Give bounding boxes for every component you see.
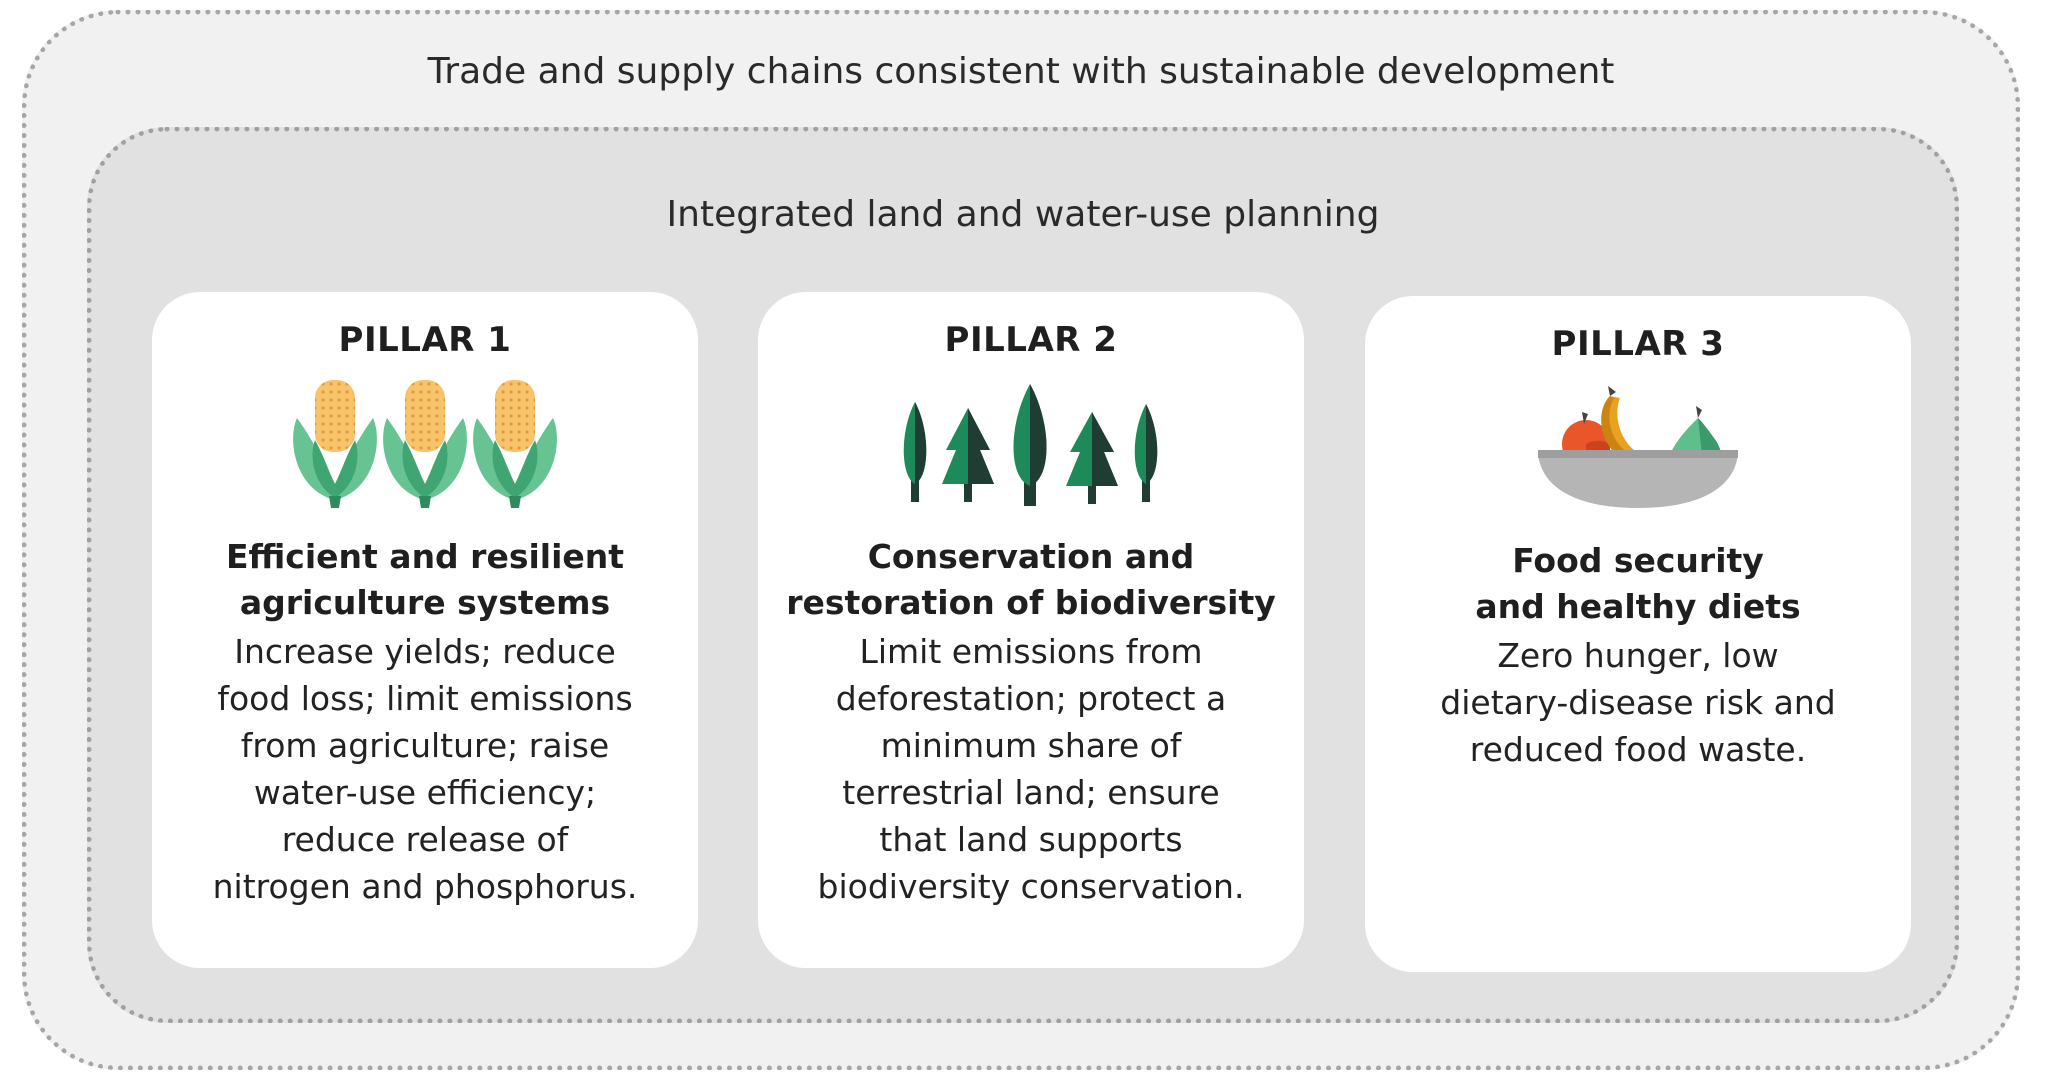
pillar-3-description: Zero hunger, low dietary-disease risk an… [1405, 632, 1871, 773]
pillar-3-desc-line: Zero hunger, low [1497, 636, 1779, 675]
pillar-2-desc-line: deforestation; protect a [835, 679, 1227, 718]
pillar-1-desc-line: nitrogen and phosphorus. [212, 867, 638, 906]
pillar-2-title-line: restoration of biodiversity [786, 583, 1276, 622]
pillar-1-desc-line: water-use efficiency; [253, 773, 597, 812]
inner-frame: Integrated land and water-use planning P… [87, 127, 1959, 1023]
pillar-2-title-line: Conservation and [867, 537, 1195, 576]
inner-title: Integrated land and water-use planning [666, 194, 1380, 235]
pillar-1-desc-line: from agriculture; raise [240, 726, 610, 765]
pillar-1-title: Efficient and resilient agriculture syst… [162, 534, 688, 626]
trees-icon [758, 380, 1304, 508]
pillar-3-title-line: Food security [1512, 541, 1764, 580]
pillar-2-label: PILLAR 2 [944, 320, 1118, 360]
pillar-1-card: PILLAR 1 [152, 292, 698, 968]
pillar-3-desc-line: reduced food waste. [1469, 730, 1807, 769]
pillar-3-title: Food security and healthy diets [1375, 538, 1901, 630]
pillar-3-title-line: and healthy diets [1475, 587, 1801, 626]
pillar-1-label: PILLAR 1 [338, 320, 512, 360]
pillar-2-description: Limit emissions from deforestation; prot… [798, 628, 1264, 910]
pillar-2-title: Conservation and restoration of biodiver… [768, 534, 1294, 626]
pillar-1-desc-line: reduce release of [281, 820, 569, 859]
pillar-2-desc-line: Limit emissions from [859, 632, 1203, 671]
pillar-3-card: PILLAR 3 [1365, 296, 1911, 972]
pillar-1-desc-line: Increase yields; reduce [234, 632, 616, 671]
food-bowl-icon [1365, 384, 1911, 512]
outer-frame: Trade and supply chains consistent with … [22, 10, 2020, 1070]
pillar-2-desc-line: biodiversity conservation. [817, 867, 1245, 906]
pillar-2-card: PILLAR 2 [758, 292, 1304, 968]
pillar-1-title-line: Efficient and resilient [225, 537, 625, 576]
pillar-3-label: PILLAR 3 [1551, 324, 1725, 364]
pillar-2-desc-line: minimum share of [880, 726, 1182, 765]
pillar-1-title-line: agriculture systems [239, 583, 611, 622]
pillar-2-desc-line: that land supports [879, 820, 1183, 859]
outer-title: Trade and supply chains consistent with … [427, 51, 1615, 92]
pillar-3-desc-line: dietary-disease risk and [1440, 683, 1836, 722]
pillar-1-desc-line: food loss; limit emissions [217, 679, 633, 718]
pillar-2-desc-line: terrestrial land; ensure [842, 773, 1220, 812]
pillar-1-description: Increase yields; reduce food loss; limit… [192, 628, 658, 910]
corn-icon [152, 380, 698, 508]
